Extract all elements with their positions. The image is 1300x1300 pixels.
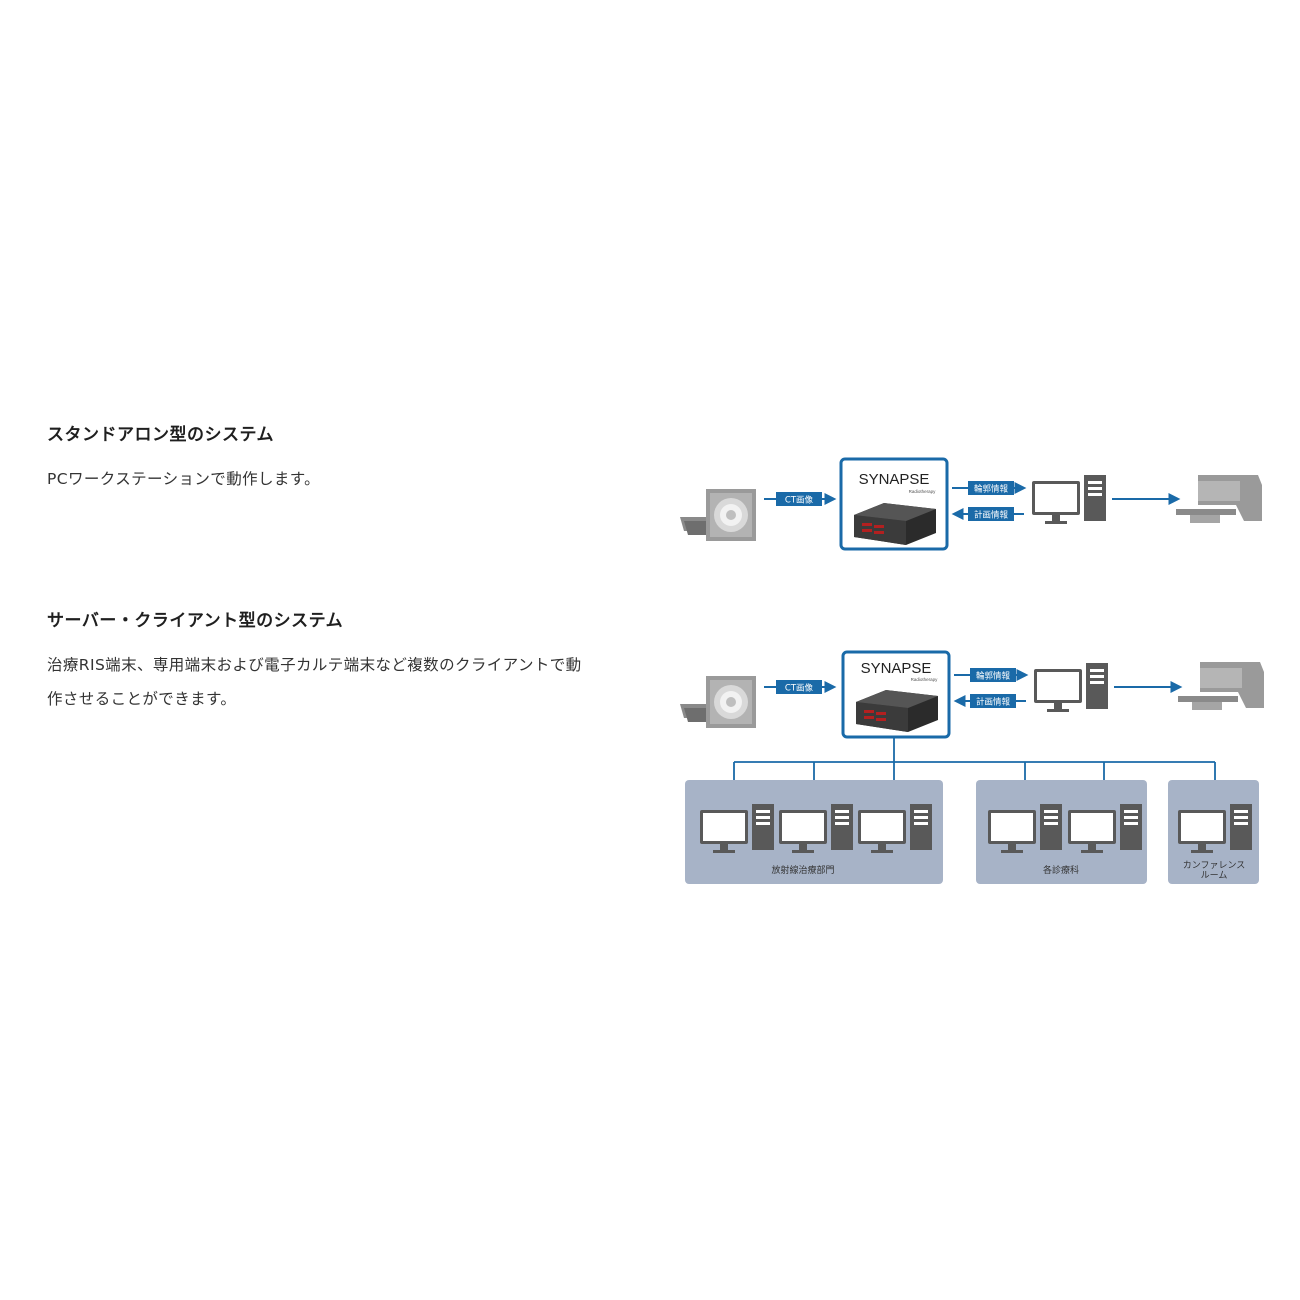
group-label-conference-1: カンファレンス xyxy=(1183,860,1246,871)
plan-info-label: 計画情報 xyxy=(974,510,1009,521)
synapse-logo: SYNAPSE xyxy=(861,660,932,677)
synapse-server-box: SYNAPSE Radiotherapy xyxy=(841,650,951,739)
ct-image-label: CT画像 xyxy=(785,683,814,694)
synapse-logo-sub: Radiotherapy xyxy=(909,489,937,494)
contour-info-label: 輪郭情報 xyxy=(976,671,1011,682)
group-radiotherapy-dept: 放射線治療部門 xyxy=(685,780,943,884)
contour-info-label: 輪郭情報 xyxy=(974,484,1009,495)
plan-info-label: 計画情報 xyxy=(976,697,1011,708)
linac-icon xyxy=(1176,475,1262,523)
group-label-conference-2: ルーム xyxy=(1201,870,1228,881)
synapse-logo-sub: Radiotherapy xyxy=(911,677,939,682)
ct-scanner-icon xyxy=(680,489,756,541)
ct-image-label: CT画像 xyxy=(785,495,814,506)
group-label-radiotherapy: 放射線治療部門 xyxy=(771,864,834,876)
plan-info-arrow: 計画情報 xyxy=(951,507,1024,521)
section-desc-standalone: PCワークステーションで動作します。 xyxy=(47,470,321,488)
section-desc-server-client: 治療RIS端末、専用端末および電子カルテ端末など複数のクライアントで動 作させる… xyxy=(47,648,627,716)
plan-info-arrow: 計画情報 xyxy=(953,694,1026,708)
group-label-clinical: 各診療科 xyxy=(1043,864,1079,876)
group-clinical-depts: 各診療科 xyxy=(976,780,1147,884)
desc-line-1: 治療RIS端末、専用端末および電子カルテ端末など複数のクライアントで動 xyxy=(47,656,582,674)
synapse-server-box: SYNAPSE Radiotherapy xyxy=(839,457,949,551)
ct-image-arrow: CT画像 xyxy=(764,680,837,694)
standalone-diagram: CT画像 SYNAPSE Radiotherapy 輪郭情報 計画情報 xyxy=(680,457,1262,551)
desc-line-2: 作させることができます。 xyxy=(47,690,237,708)
ct-scanner-icon xyxy=(680,676,756,728)
section-title-standalone: スタンドアロン型のシステム xyxy=(47,425,274,445)
workstation-icon xyxy=(1034,663,1108,712)
workstation-icon xyxy=(1032,475,1106,524)
contour-info-arrow: 輪郭情報 xyxy=(954,668,1029,682)
ct-image-arrow: CT画像 xyxy=(764,492,837,506)
linac-icon xyxy=(1178,662,1264,710)
section-title-server-client: サーバー・クライアント型のシステム xyxy=(47,611,344,631)
synapse-logo: SYNAPSE xyxy=(859,471,930,488)
server-client-diagram: CT画像 SYNAPSE Radiotherapy 輪郭情報 計画情報 xyxy=(680,650,1264,884)
group-conference-room: カンファレンス ルーム xyxy=(1168,780,1259,884)
contour-info-arrow: 輪郭情報 xyxy=(952,481,1027,495)
